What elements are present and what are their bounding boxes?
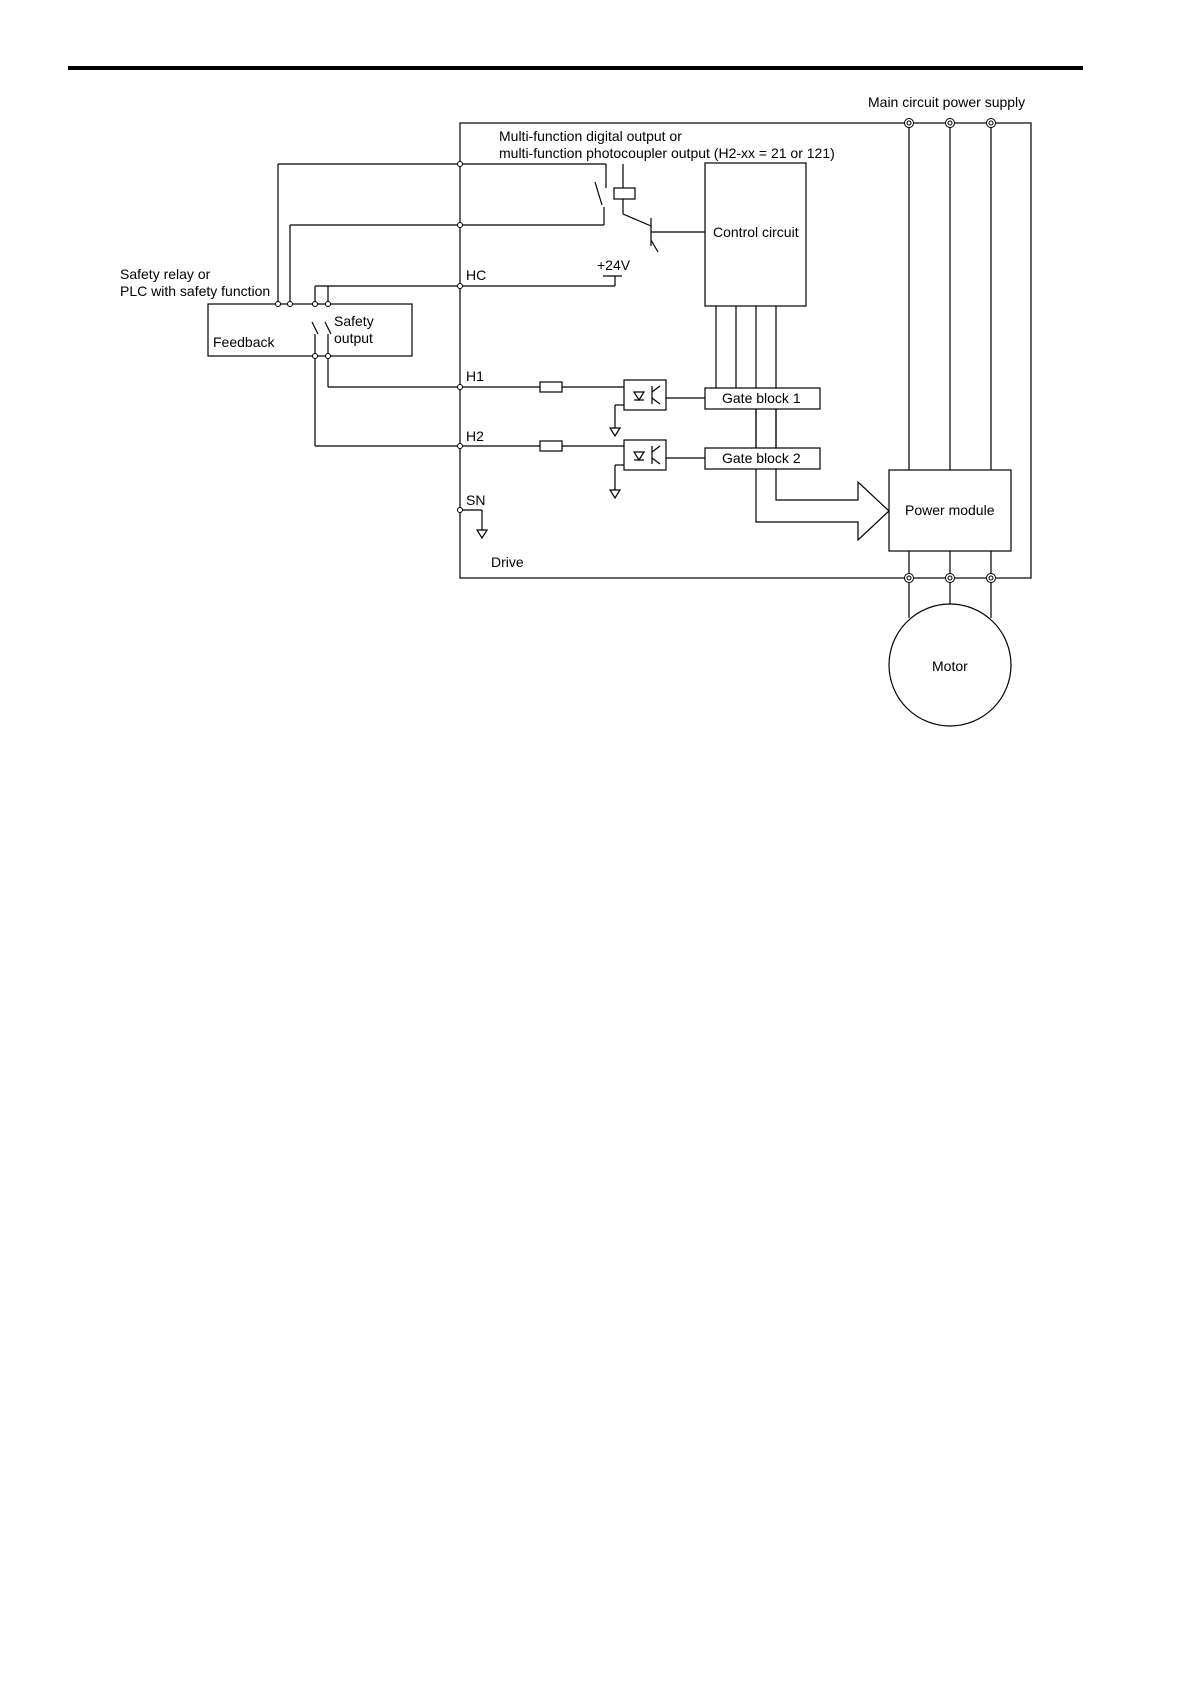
safety-output-label-line2: output [334, 330, 373, 346]
feedback-label: Feedback [213, 334, 275, 350]
plus24v-label: +24V [597, 257, 631, 273]
gate-arrow-upper [756, 469, 889, 540]
h2-terminal-label: H2 [466, 428, 484, 444]
motor-label: Motor [932, 658, 968, 674]
gate-block-1-label: Gate block 1 [722, 390, 801, 406]
power-module-label: Power module [905, 502, 995, 518]
mf-output-label-line2: multi-function photocoupler output (H2-x… [499, 145, 835, 161]
gate-block-2-label: Gate block 2 [722, 450, 801, 466]
h1-wiring [328, 380, 705, 436]
supply-lines [909, 127, 991, 470]
sn-terminal-label: SN [466, 492, 485, 508]
control-to-gate-lines [716, 306, 776, 448]
mf-output-wiring [278, 164, 705, 304]
safety-relay-label-line1: Safety relay or [120, 266, 211, 282]
hc-terminal-label: HC [466, 267, 486, 283]
mf-output-label-line1: Multi-function digital output or [499, 128, 682, 144]
main-supply-label: Main circuit power supply [868, 94, 1025, 110]
h1-terminal-label: H1 [466, 368, 484, 384]
drive-label: Drive [491, 554, 524, 570]
sn-wiring [460, 510, 487, 538]
safety-relay-label-line2: PLC with safety function [120, 283, 270, 299]
control-circuit-label: Control circuit [713, 224, 799, 240]
h2-wiring [315, 440, 705, 498]
safety-output-label-line1: Safety [334, 313, 374, 329]
